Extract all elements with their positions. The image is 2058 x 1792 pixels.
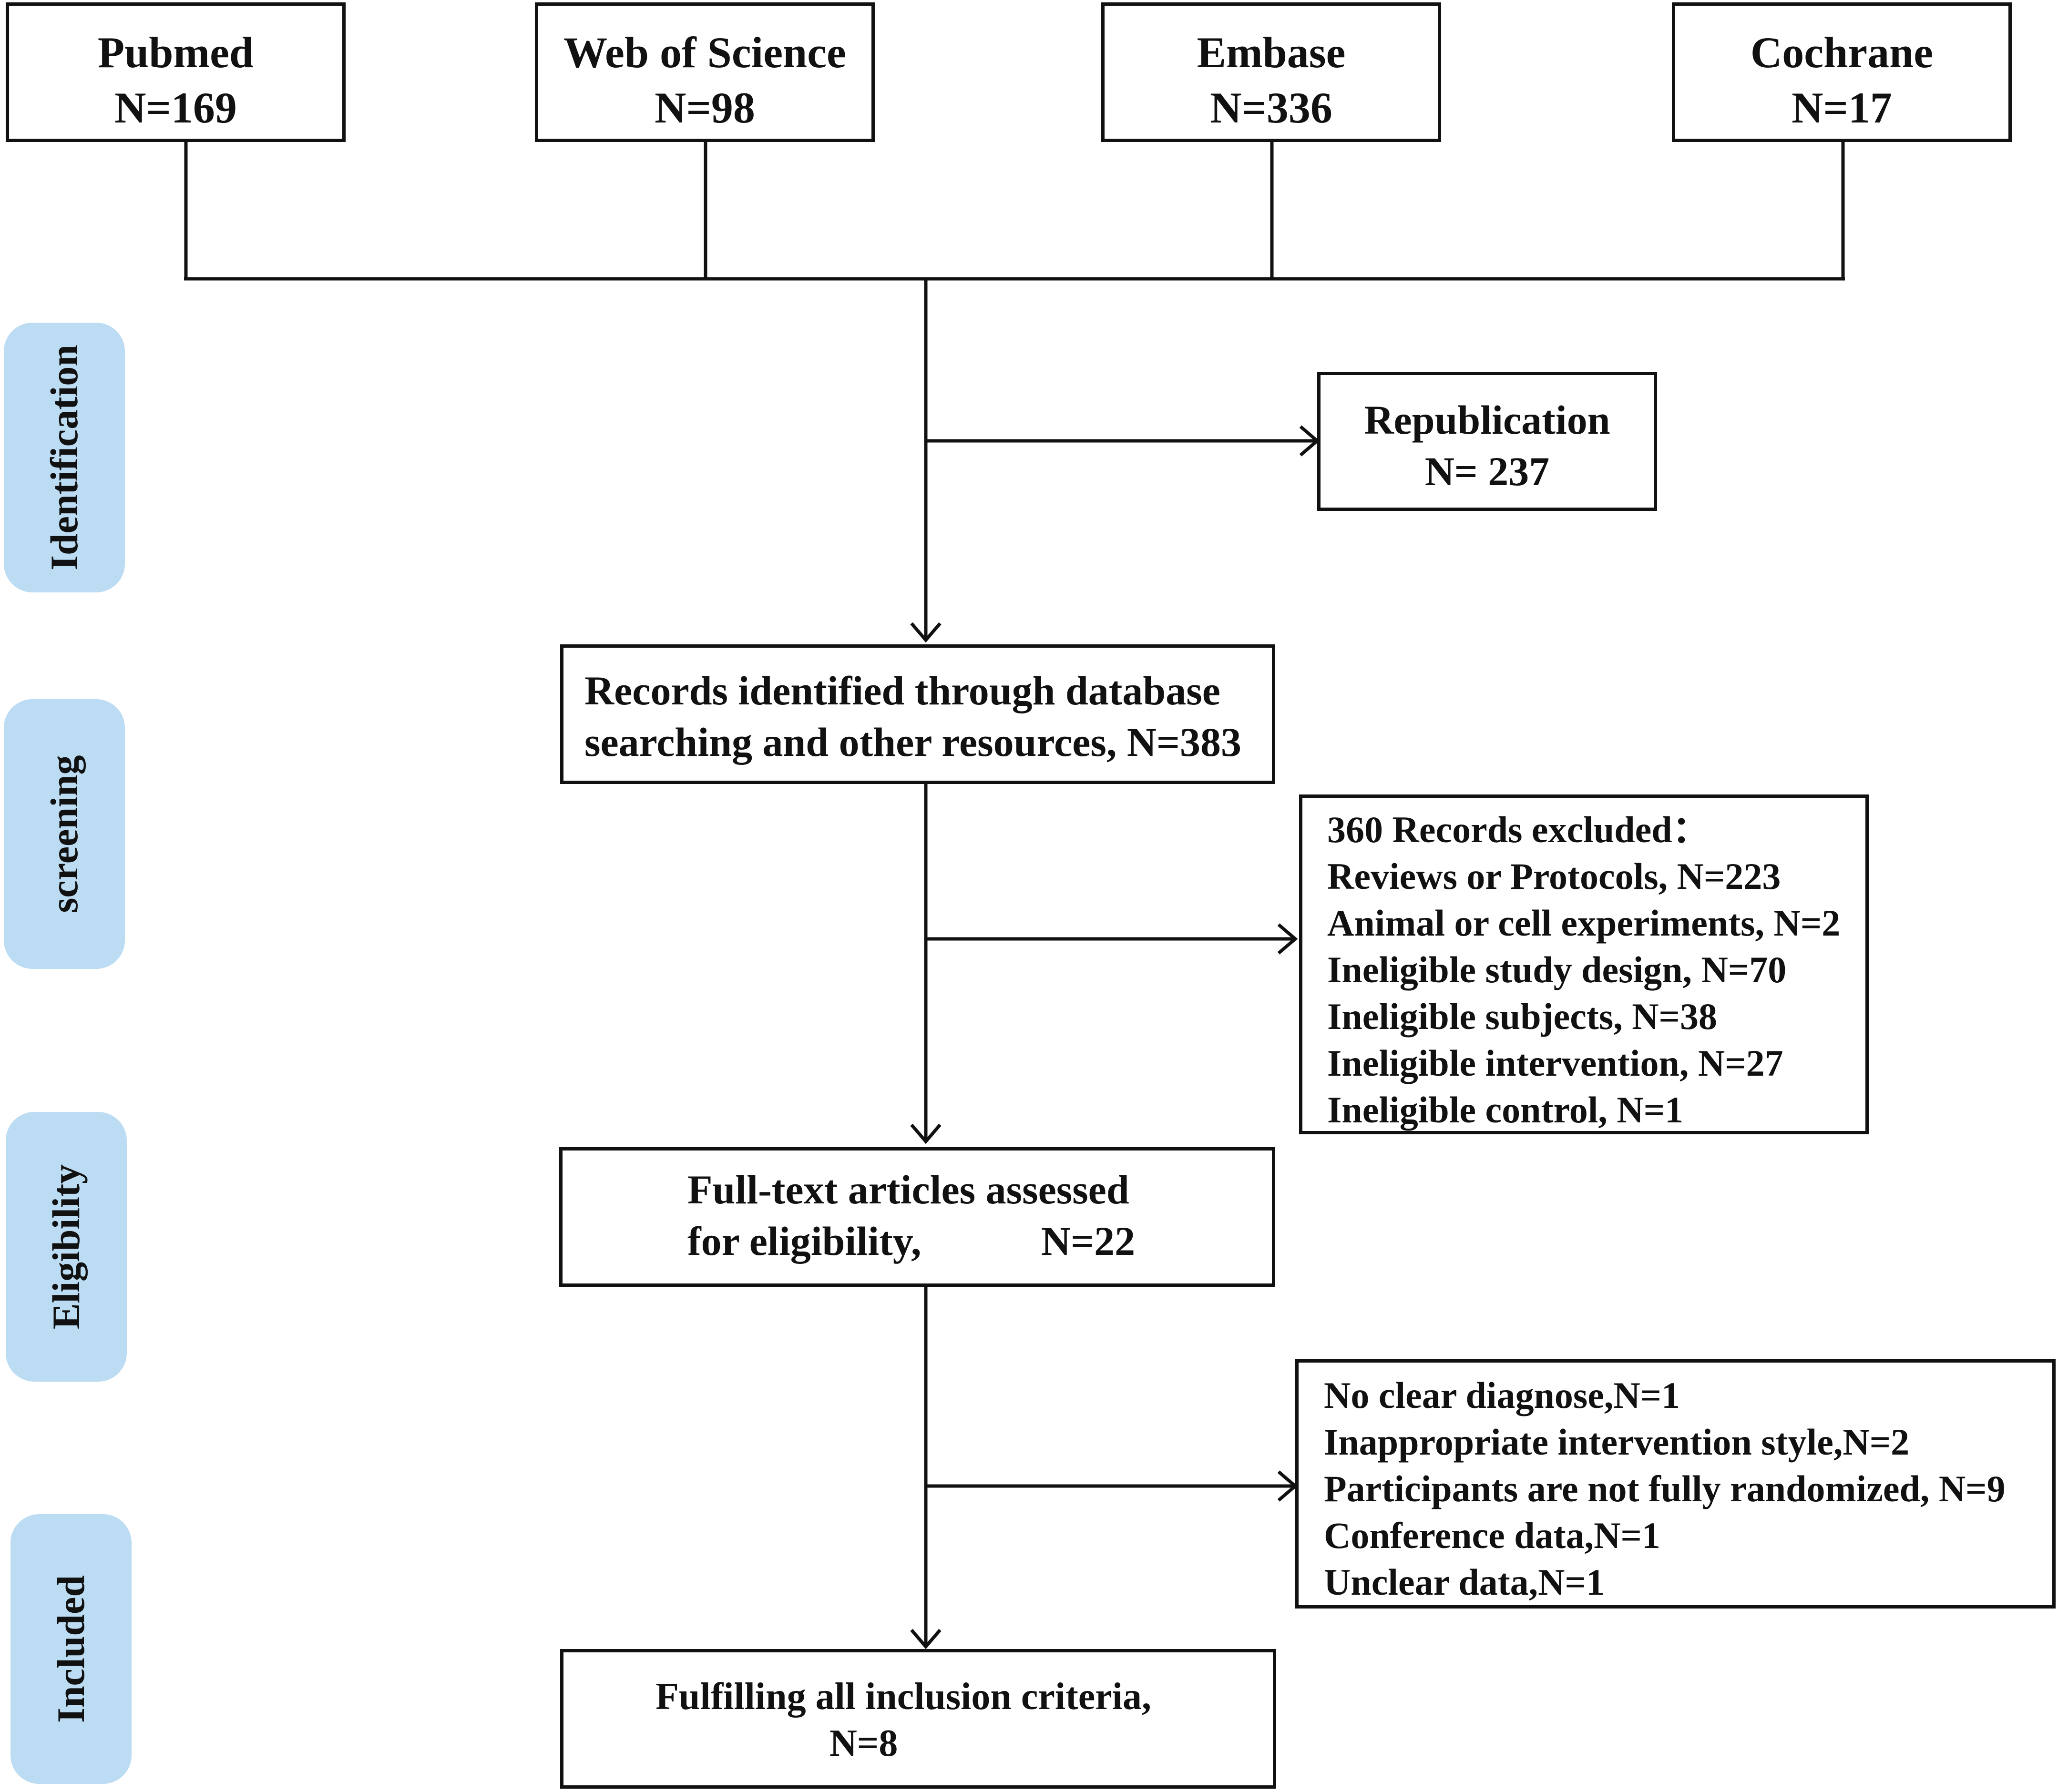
database-box-web-of-science: Web of Science N=98 [535, 2, 875, 142]
full-text-count: N=22 [1041, 1218, 1136, 1264]
full-text-label: for eligibility, [687, 1218, 921, 1264]
full-text-box: Full-text articles assessed for eligibil… [559, 1147, 1275, 1287]
database-name: Cochrane [1750, 28, 1934, 77]
republication-label: Republication [1364, 397, 1610, 443]
included-line2: N=8 [829, 1722, 898, 1764]
fulltext-exclusion-reason: Participants are not fully randomized, N… [1324, 1468, 2006, 1509]
fulltext-exclusion-reason: No clear diagnose,N=1 [1324, 1375, 1680, 1416]
exclusion-reason: Ineligible intervention, N=27 [1327, 1042, 1783, 1084]
stage-identification: Identification [4, 323, 125, 592]
exclusion-reason: Ineligible subjects, N=38 [1327, 996, 1717, 1037]
stage-label: Included [49, 1575, 92, 1723]
arrowhead-fulltext [910, 1123, 942, 1144]
exclusion-reason: Animal or cell experiments, N=2 [1327, 902, 1841, 944]
database-count: N=98 [655, 83, 755, 132]
database-name: Pubmed [97, 28, 254, 77]
exclusion-reason: Ineligible control, N=1 [1327, 1089, 1684, 1130]
database-name: Embase [1197, 28, 1346, 77]
stage-label: Identification [42, 345, 86, 570]
republication-count: N= 237 [1424, 448, 1550, 494]
database-box-cochrane: Cochrane N=17 [1672, 2, 2012, 142]
fulltext-exclusion-reason: Unclear data,N=1 [1324, 1561, 1605, 1603]
records-identified-line2: searching and other resources, N=383 [584, 719, 1242, 765]
database-count: N=17 [1792, 83, 1892, 132]
stage-label: Eligibility [44, 1164, 88, 1330]
exclusion-reason: Ineligible study design, N=70 [1327, 949, 1787, 990]
exclusion-reason: Reviews or Protocols, N=223 [1327, 855, 1781, 897]
fulltext-exclusion-reason: Conference data,N=1 [1324, 1515, 1660, 1556]
fulltext-exclusion-reason: Inappropriate intervention style,N=2 [1324, 1421, 1910, 1463]
stage-label: screening [42, 755, 86, 913]
records-identified-line1: Records identified through database [584, 668, 1220, 713]
arrowhead-excluded [1277, 923, 1298, 955]
full-text-line1: Full-text articles assessed [687, 1167, 1129, 1212]
records-identified-box: Records identified through database sear… [560, 644, 1275, 784]
stage-included: Included [10, 1514, 132, 1784]
database-box-embase: Embase N=336 [1101, 2, 1441, 142]
stage-eligibility: Eligibility [6, 1112, 127, 1382]
records-excluded-box: 360 Records excluded： Reviews or Protoco… [1299, 794, 1869, 1134]
stage-screening: screening [4, 699, 125, 969]
database-count: N=336 [1210, 83, 1332, 132]
database-name: Web of Science [563, 28, 846, 77]
included-box: Fulfilling all inclusion criteria, N=8 [560, 1649, 1276, 1789]
records-excluded-heading: 360 Records excluded： [1327, 809, 1710, 850]
fulltext-excluded-box: No clear diagnose,N=1 Inappropriate inte… [1295, 1359, 2056, 1609]
republication-box: Republication N= 237 [1317, 372, 1657, 511]
database-count: N=169 [114, 83, 237, 132]
included-line1: Fulfilling all inclusion criteria, [655, 1676, 1151, 1718]
arrowhead-records [910, 622, 942, 643]
database-box-pubmed: Pubmed N=169 [6, 2, 346, 142]
arrowhead-included [910, 1629, 942, 1649]
